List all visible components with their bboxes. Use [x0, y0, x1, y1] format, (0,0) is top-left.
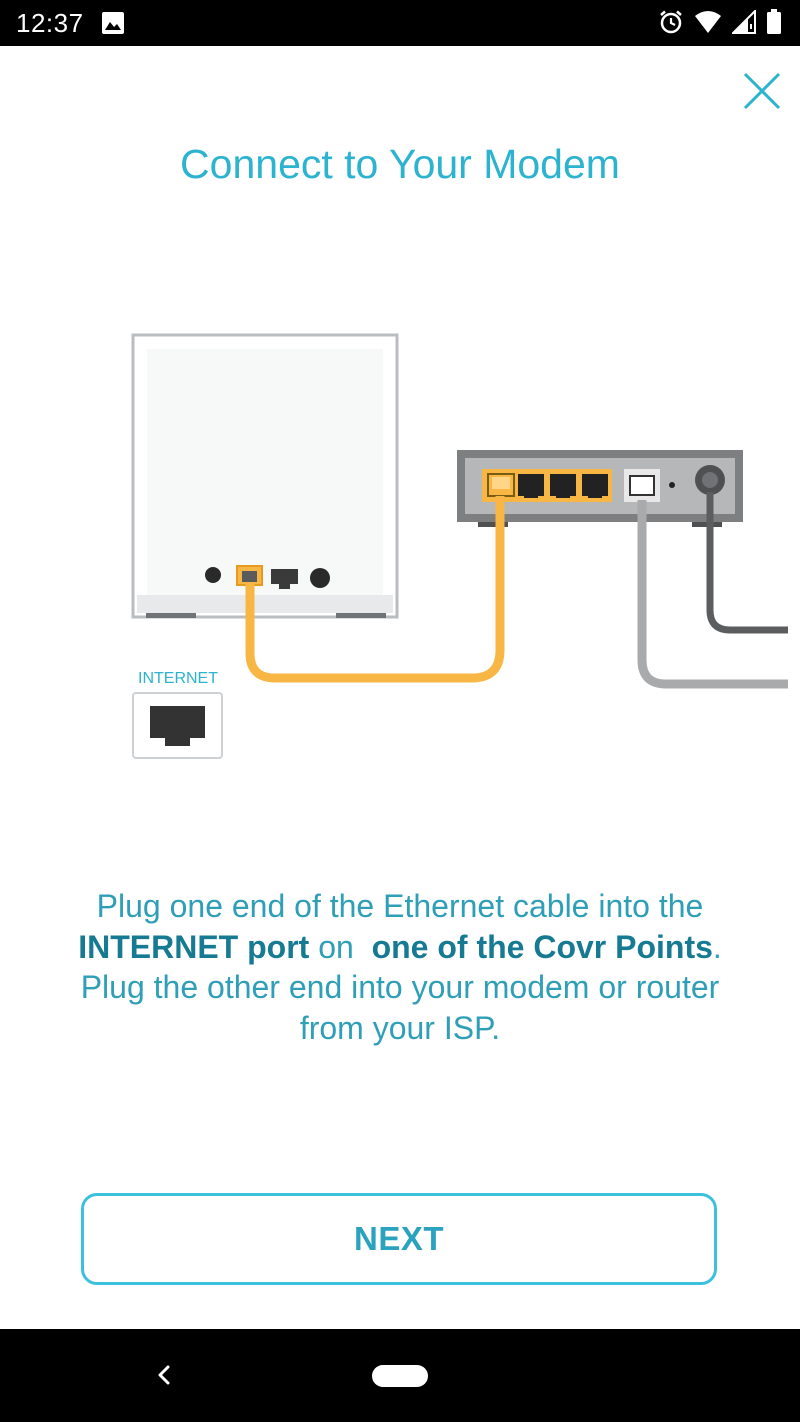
instruction-line-2: INTERNET port on one of the Covr Points. — [40, 927, 760, 968]
internet-port-emphasis: INTERNET port — [78, 928, 310, 965]
instructions-text: Plug one end of the Ethernet cable into … — [40, 886, 760, 1048]
back-button[interactable] — [150, 1359, 178, 1391]
status-icons — [658, 8, 782, 40]
alarm-icon — [658, 9, 684, 40]
instruction-line-2-end: . — [712, 928, 722, 965]
instruction-line-3: Plug the other end into your modem or ro… — [80, 969, 720, 1005]
internet-port-label: INTERNET — [138, 670, 218, 687]
connection-illustration: INTERNET — [0, 320, 800, 770]
instruction-line-1: Plug one end of the Ethernet cable into … — [96, 888, 704, 924]
instruction-line-2-mid: on — [309, 928, 372, 965]
next-button[interactable]: NEXT — [81, 1193, 717, 1285]
next-button-label: NEXT — [353, 1220, 444, 1257]
navigation-bar — [0, 1329, 800, 1422]
internet-port-callout — [132, 692, 223, 759]
status-time: 12:37 — [16, 8, 84, 38]
modem-device — [457, 450, 743, 527]
ethernet-cable — [245, 496, 505, 683]
battery-icon — [766, 9, 782, 40]
lan-port — [271, 569, 298, 584]
power-jack — [205, 567, 221, 583]
gallery-icon — [102, 12, 124, 39]
status-bar: 12:37 — [0, 0, 800, 46]
covr-points-emphasis: one of the Covr Points — [371, 928, 713, 965]
power-cable — [706, 492, 788, 634]
reset-button — [310, 568, 330, 588]
signal-icon — [730, 8, 756, 39]
covr-point-device — [131, 333, 399, 619]
connection-diagram: INTERNET — [131, 333, 788, 759]
phone-cable — [637, 500, 788, 689]
wifi-icon — [694, 10, 722, 39]
instruction-line-4: from your ISP. — [299, 1009, 501, 1046]
close-button[interactable] — [738, 70, 786, 114]
page-title: Connect to Your Modem — [180, 141, 620, 187]
back-icon — [158, 1365, 170, 1385]
home-pill-icon[interactable] — [372, 1365, 428, 1387]
close-icon — [743, 72, 781, 110]
